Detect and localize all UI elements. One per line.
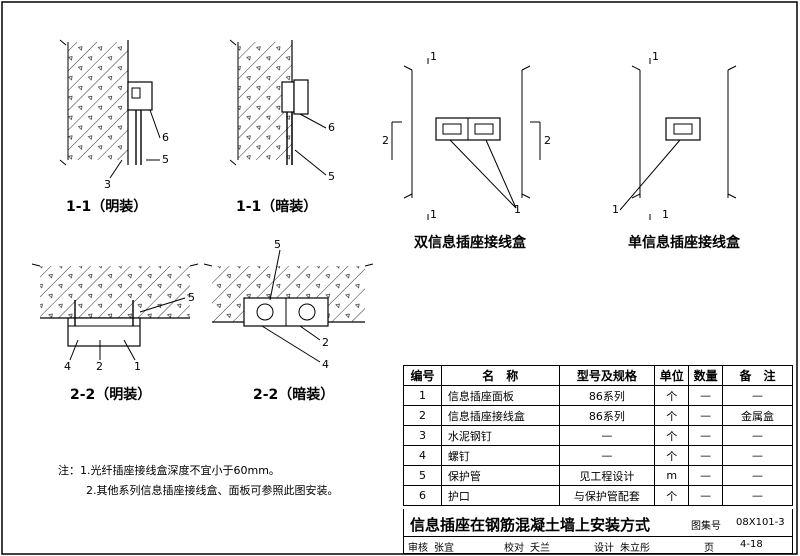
section-mark-1-single-top: 1: [652, 50, 659, 63]
table-cell: 信息插座面板: [440, 385, 560, 406]
table-cell: 4: [403, 445, 442, 466]
table-cell: 个: [654, 485, 690, 506]
table-cell: —: [722, 465, 793, 486]
table-row: 6 护口 与保护管配套 个 — —: [403, 485, 793, 506]
parts-table: 编号 名 称 型号及规格 单位 数量 备 注 1 信息插座面板 86系列 个 —…: [403, 365, 793, 506]
table-row: 4 螺钉 — 个 — —: [403, 445, 793, 466]
section-2-2-concealed: [203, 249, 374, 363]
double-box-elevation: [391, 58, 541, 220]
table-row: 1 信息插座面板 86系列 个 — —: [403, 385, 793, 406]
caption-double-box: 双信息插座接线盒: [414, 235, 526, 251]
table-cell: 个: [654, 405, 690, 426]
caption-2-2-surface: 2-2（明装）: [70, 387, 152, 403]
table-row: 5 保护管 见工程设计 m — —: [403, 465, 793, 486]
callout-5: 5: [162, 153, 169, 166]
signature-row: 审核 张宜 校对 夭兰 设计 朱立彤 页 4-18: [403, 537, 793, 554]
callout-4-22c: 4: [322, 358, 329, 371]
table-cell: —: [688, 465, 724, 486]
table-cell: —: [688, 445, 724, 466]
section-1-1-surface: [59, 39, 161, 179]
table-header: 单位: [654, 365, 690, 386]
table-row: 2 信息插座接线盒 86系列 个 — 金属盒: [403, 405, 793, 426]
section-mark-1-top: 1: [430, 50, 437, 63]
table-cell: —: [558, 445, 656, 466]
callout-3: 3: [104, 178, 111, 191]
table-cell: 86系列: [558, 385, 656, 406]
callout-5-concealed: 5: [328, 170, 335, 183]
callout-1-double: 1: [514, 203, 521, 216]
caption-2-2-concealed: 2-2（暗装）: [253, 387, 335, 403]
section-mark-2-left: 2: [382, 134, 389, 147]
note-line-1: 注：1.光纤插座接线盒深度不宜小于60mm。: [58, 464, 280, 477]
section-mark-1-bottom: 1: [430, 208, 437, 221]
table-cell: 1: [403, 385, 442, 406]
table-cell: m: [654, 465, 690, 486]
callout-6: 6: [162, 131, 169, 144]
table-cell: 金属盒: [722, 405, 793, 426]
table-header: 名 称: [440, 365, 560, 386]
table-cell: —: [722, 445, 793, 466]
callout-1-22: 1: [134, 360, 141, 373]
table-cell: —: [688, 385, 724, 406]
caption-1-1-concealed: 1-1（暗装）: [236, 199, 318, 215]
designer-name: 朱立彤: [620, 543, 650, 554]
note-line-2: 2.其他系列信息插座接线盒、面板可参照此图安装。: [86, 484, 339, 497]
callout-2-22: 2: [96, 360, 103, 373]
table-cell: —: [722, 385, 793, 406]
callout-5-22c: 5: [274, 238, 281, 251]
design-label: 设计: [594, 543, 614, 554]
table-row: 3 水泥钢钉 — 个 — —: [403, 425, 793, 446]
table-cell: 护口: [440, 485, 560, 506]
table-cell: 2: [403, 405, 442, 426]
table-header: 编号: [403, 365, 442, 386]
table-cell: —: [558, 425, 656, 446]
section-1-1-concealed: [229, 39, 327, 176]
section-2-2-surface: [31, 263, 199, 361]
table-cell: 86系列: [558, 405, 656, 426]
section-mark-2-right: 2: [544, 134, 551, 147]
section-mark-1-single-bottom: 1: [662, 208, 669, 221]
table-cell: 6: [403, 485, 442, 506]
callout-5-22: 5: [188, 291, 195, 304]
table-cell: —: [688, 405, 724, 426]
checker-name: 夭兰: [530, 543, 550, 554]
table-cell: 与保护管配套: [558, 485, 656, 506]
table-cell: 信息插座接线盒: [440, 405, 560, 426]
table-cell: 见工程设计: [558, 465, 656, 486]
caption-single-box: 单信息插座接线盒: [628, 235, 740, 251]
table-cell: 螺钉: [440, 445, 560, 466]
atlas-number: 08X101-3: [736, 517, 785, 528]
table-header: 备 注: [722, 365, 793, 386]
review-label: 审核: [408, 543, 428, 554]
drawing-title: 信息插座在钢筋混凝土墙上安装方式: [410, 516, 651, 534]
table-cell: 水泥钢钉: [440, 425, 560, 446]
table-cell: 保护管: [440, 465, 560, 486]
table-cell: 5: [403, 465, 442, 486]
callout-6-concealed: 6: [328, 121, 335, 134]
table-header: 数量: [688, 365, 724, 386]
table-cell: —: [688, 485, 724, 506]
table-header-row: 编号 名 称 型号及规格 单位 数量 备 注: [403, 365, 793, 386]
table-cell: —: [722, 485, 793, 506]
callout-2-22c: 2: [322, 336, 329, 349]
page-label: 页: [704, 543, 714, 554]
atlas-label: 图集号: [691, 521, 721, 532]
reviewer-name: 张宜: [434, 543, 454, 554]
title-block: 信息插座在钢筋混凝土墙上安装方式 图集号 08X101-3: [403, 509, 793, 537]
table-cell: 个: [654, 425, 690, 446]
caption-1-1-surface: 1-1（明装）: [66, 199, 148, 215]
check-label: 校对: [504, 543, 524, 554]
callout-1-single: 1: [612, 203, 619, 216]
page-number: 4-18: [740, 539, 763, 550]
table-cell: 个: [654, 385, 690, 406]
single-box-elevation: [619, 58, 737, 220]
table-cell: 个: [654, 445, 690, 466]
table-cell: —: [722, 425, 793, 446]
table-header: 型号及规格: [558, 365, 656, 386]
callout-4-22: 4: [64, 360, 71, 373]
table-cell: —: [688, 425, 724, 446]
table-cell: 3: [403, 425, 442, 446]
